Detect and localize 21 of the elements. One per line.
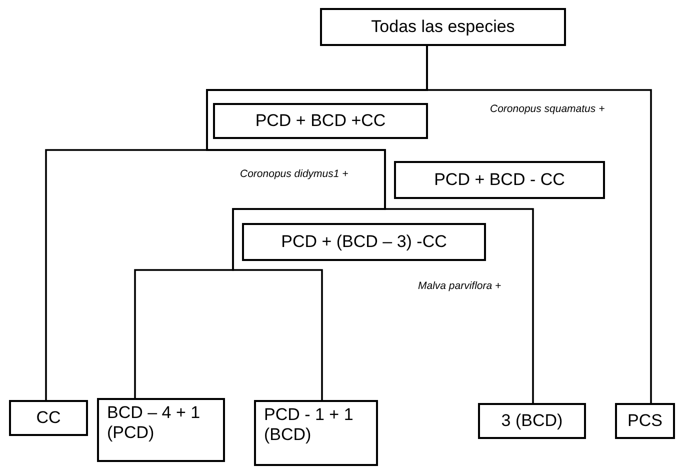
group-label-box: [394, 161, 605, 199]
node-text: BCD – 4 + 1 (PCD): [107, 403, 202, 444]
leaf-box: [97, 398, 225, 462]
node-text: Todas las especies: [371, 16, 515, 38]
node-text: PCS: [628, 410, 662, 432]
group-label-box: [242, 223, 486, 261]
group-label-box: [213, 103, 428, 139]
species-label: Coronopus squamatus +: [490, 103, 605, 115]
species-label: Coronopus didymus1 +: [240, 168, 348, 180]
node-text: PCD + (BCD – 3) -CC: [281, 232, 447, 252]
leaf-box: [615, 403, 675, 439]
leaf-box: [9, 400, 88, 436]
species-label: Malva parviflora +: [418, 280, 502, 292]
node-text: CC: [36, 408, 61, 428]
node-text: PCD + BCD - CC: [434, 170, 565, 190]
root-box: [320, 8, 566, 46]
node-text: PCD + BCD +CC: [255, 110, 386, 132]
leaf-box: [478, 403, 586, 439]
node-text: 3 (BCD): [501, 410, 563, 432]
node-text: PCD - 1 + 1 (BCD): [264, 405, 354, 446]
leaf-box: [254, 400, 378, 466]
